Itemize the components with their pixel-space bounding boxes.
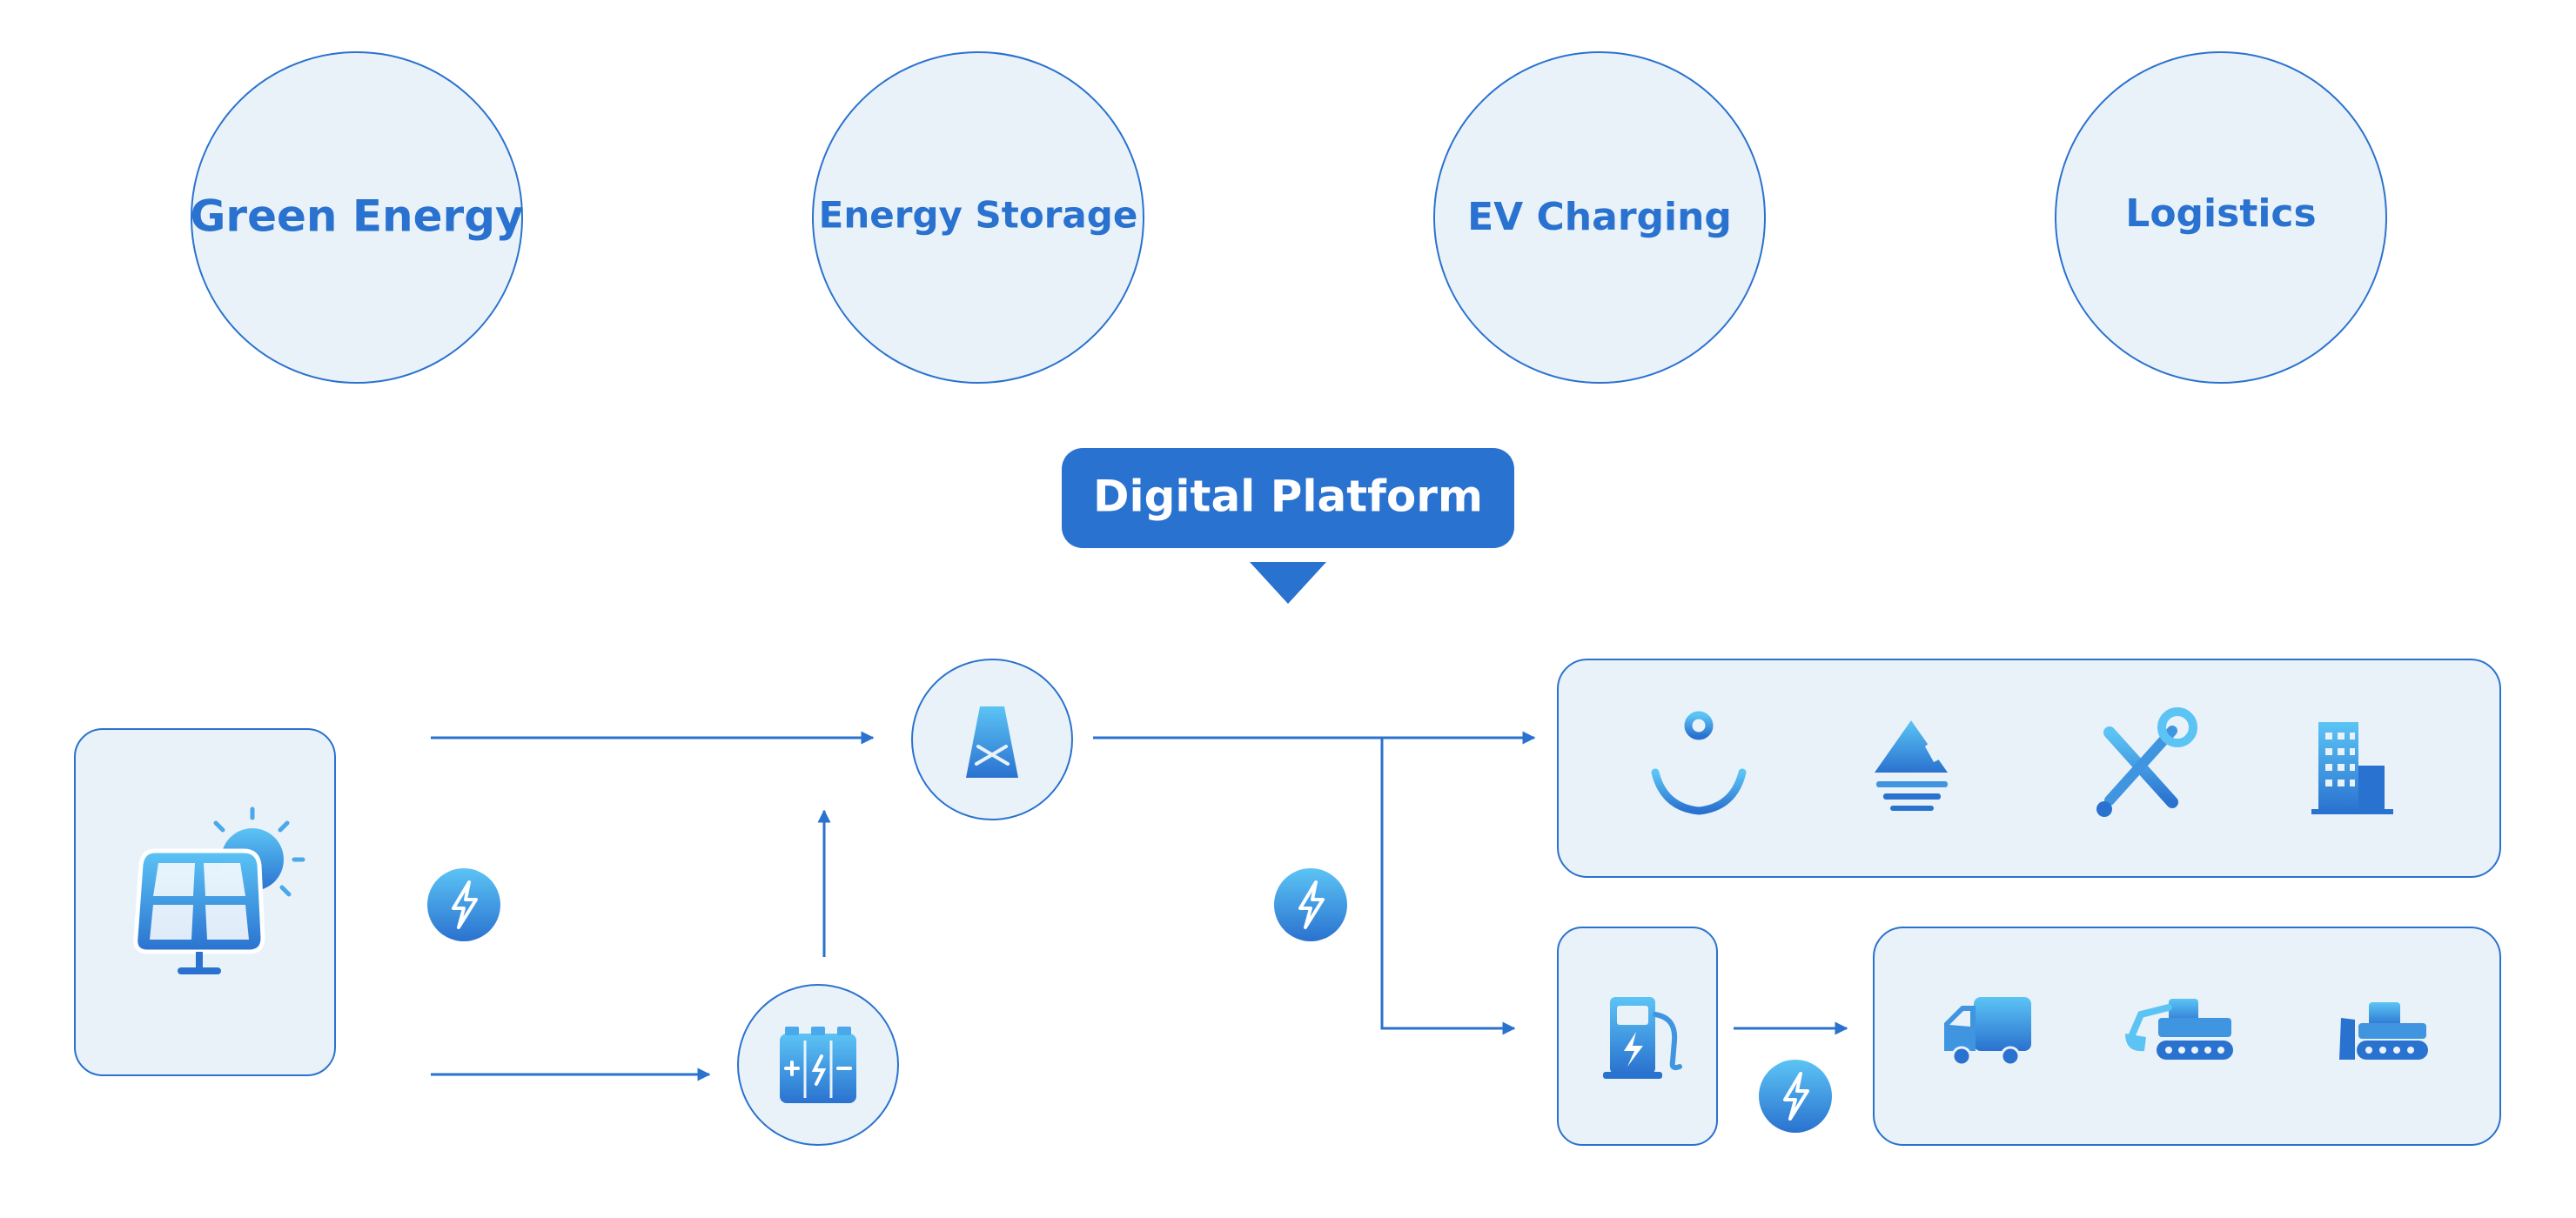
mountain-icon	[1875, 720, 1948, 811]
charging-station-panel	[1557, 927, 1718, 1146]
wrench-screwdriver-icon	[2096, 707, 2197, 817]
battery-pack-icon	[780, 1027, 856, 1103]
pillar-energy-storage: Energy Storage	[812, 51, 1144, 384]
pillar-ev-charging: EV Charging	[1433, 51, 1766, 384]
pillar-logistics: Logistics	[2055, 51, 2387, 384]
excavator-icon	[2125, 999, 2233, 1060]
pillar-label: Green Energy	[190, 191, 523, 242]
anchor-icon	[1651, 711, 1747, 815]
transmission-tower-icon	[955, 695, 1030, 780]
platform-label: Digital Platform	[1093, 472, 1483, 522]
grid-hub-node	[911, 659, 1073, 820]
pillar-green-energy: Green Energy	[190, 51, 524, 384]
solar-panel-icon	[133, 806, 305, 974]
pillar-label: Energy Storage	[819, 194, 1138, 237]
bulldozer-icon	[2339, 1002, 2428, 1060]
lightning-icon	[1272, 867, 1349, 943]
vehicles-panel	[1873, 927, 2501, 1146]
industries-panel	[1557, 659, 2501, 878]
digital-platform-callout: Digital Platform	[1062, 448, 1514, 604]
lightning-icon	[1757, 1058, 1834, 1134]
callout-pointer	[1250, 562, 1326, 604]
building-icon	[2311, 722, 2393, 814]
battery-storage-node	[737, 984, 899, 1146]
arrow-hub-to-charger	[1380, 738, 1516, 1035]
charging-station-icon	[1603, 997, 1682, 1079]
lightning-icon	[426, 867, 502, 943]
pillar-label: EV Charging	[1467, 195, 1732, 239]
truck-icon	[1944, 997, 2031, 1067]
solar-source-panel	[74, 728, 336, 1076]
flow-connectors	[431, 731, 1848, 1081]
pillar-label: Logistics	[2125, 191, 2316, 236]
